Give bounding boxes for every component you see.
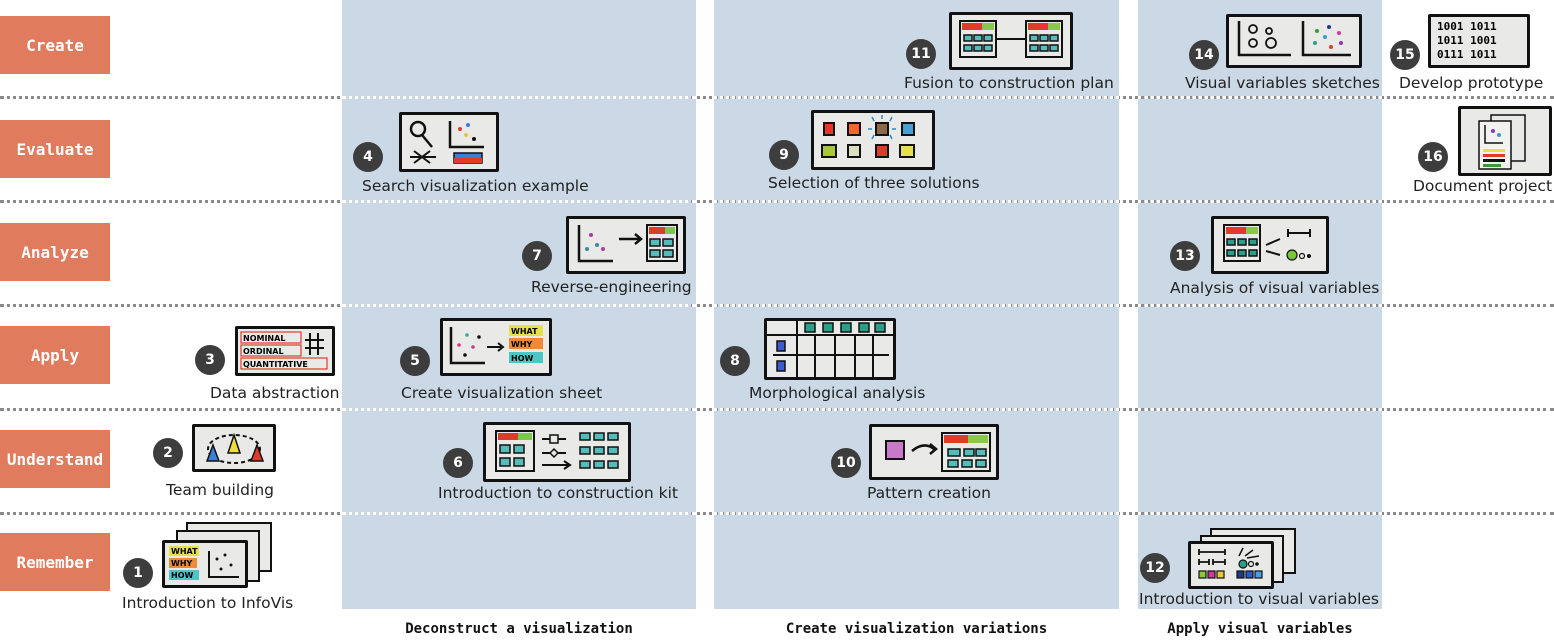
step-label: Fusion to construction plan [904, 74, 1114, 92]
step-label: Introduction to construction kit [438, 484, 678, 502]
phase-label-visual-variables: Apply visual variables [1167, 621, 1353, 637]
step-label: Document project [1413, 177, 1553, 195]
row-separator-panel [342, 512, 696, 515]
construction-kit-icon [483, 422, 631, 482]
svg-text:ORDINAL: ORDINAL [243, 347, 284, 356]
step-number-badge: 13 [1170, 241, 1200, 271]
fusion-plan-icon [949, 12, 1073, 70]
data-types-icon: NOMINAL ORDINAL QUANTITATIVE [235, 326, 335, 376]
step-label: Pattern creation [867, 484, 991, 502]
row-separator-panel [714, 96, 1119, 99]
step-number-badge: 12 [1140, 553, 1170, 583]
svg-text:WHY: WHY [511, 340, 533, 349]
step-number-badge: 14 [1189, 40, 1219, 70]
step-number-badge: 2 [153, 438, 183, 468]
row-separator-panel [714, 512, 1119, 515]
step-label: Morphological analysis [749, 384, 926, 402]
svg-text:1011 1001: 1011 1001 [1437, 34, 1497, 47]
level-badge-understand: Understand [0, 430, 110, 488]
scatter-to-sheet-icon: WHAT WHY HOW [440, 318, 552, 376]
step-number-badge: 3 [195, 345, 225, 375]
step-number-badge: 15 [1390, 40, 1420, 70]
row-separator-panel [714, 304, 1119, 307]
step-label: Visual variables sketches [1185, 74, 1380, 92]
search-chart-icon [399, 112, 499, 172]
step-label: Analysis of visual variables [1170, 279, 1380, 297]
svg-text:NOMINAL: NOMINAL [243, 334, 285, 343]
step-label: Create visualization sheet [401, 384, 603, 402]
what-why-how-slides-icon: WHAT WHY HOW [162, 540, 248, 588]
svg-text:WHAT: WHAT [511, 327, 538, 336]
document-pages-icon [1458, 106, 1552, 176]
phase-label-deconstruct: Deconstruct a visualization [405, 621, 633, 637]
row-separator-panel [1138, 408, 1382, 411]
sketch-charts-icon [1226, 14, 1362, 68]
row-separator-panel [342, 200, 696, 203]
step-label: Introduction to InfoVis [122, 594, 294, 612]
step-number-badge: 9 [769, 140, 799, 170]
svg-text:WHY: WHY [171, 559, 193, 568]
pattern-creation-icon [869, 424, 999, 480]
row-separator-panel [342, 304, 696, 307]
step-number-badge: 4 [353, 142, 383, 172]
svg-text:WHAT: WHAT [171, 547, 198, 556]
level-badge-remember: Remember [0, 533, 110, 591]
selection-tiles-icon [811, 110, 935, 170]
svg-text:HOW: HOW [171, 571, 193, 580]
row-separator-panel [1138, 96, 1382, 99]
level-badge-evaluate: Evaluate [0, 120, 110, 178]
reverse-engineering-icon [566, 216, 686, 274]
row-separator-panel [714, 408, 1119, 411]
step-number-badge: 8 [720, 346, 750, 376]
step-label: Selection of three solutions [768, 174, 980, 192]
step-number-badge: 5 [400, 346, 430, 376]
level-badge-analyze: Analyze [0, 223, 110, 281]
step-label: Reverse-engineering [531, 278, 692, 296]
step-number-badge: 1 [123, 558, 153, 588]
row-separator-panel [342, 96, 696, 99]
step-number-badge: 6 [443, 448, 473, 478]
level-badge-apply: Apply [0, 326, 110, 384]
level-badge-create: Create [0, 16, 110, 74]
step-label: Data abstraction [210, 384, 340, 402]
step-number-badge: 7 [522, 241, 552, 271]
svg-text:0111 1011: 0111 1011 [1437, 48, 1497, 61]
svg-text:QUANTITATIVE: QUANTITATIVE [243, 360, 308, 369]
svg-text:HOW: HOW [511, 354, 533, 363]
phase-label-variations: Create visualization variations [785, 621, 1048, 637]
step-label: Develop prototype [1399, 74, 1544, 92]
step-number-badge: 10 [831, 448, 861, 478]
team-people-icon [192, 424, 276, 472]
visual-variables-slides-icon [1188, 541, 1274, 589]
row-separator-panel [1138, 200, 1382, 203]
step-number-badge: 16 [1418, 142, 1448, 172]
row-separator-panel [342, 408, 696, 411]
step-label: Search visualization example [362, 177, 589, 195]
step-label: Team building [166, 481, 274, 499]
row-separator-panel [1138, 304, 1382, 307]
binary-code-icon: 1001 1011 1011 1001 0111 1011 [1428, 14, 1530, 68]
svg-text:1001 1011: 1001 1011 [1437, 20, 1497, 33]
row-separator-panel [1138, 512, 1382, 515]
step-label: Introduction to visual variables [1139, 590, 1379, 608]
morphological-grid-icon [764, 318, 896, 380]
row-separator-panel [714, 200, 1119, 203]
visual-variables-analysis-icon [1211, 216, 1329, 274]
step-number-badge: 11 [906, 39, 936, 69]
